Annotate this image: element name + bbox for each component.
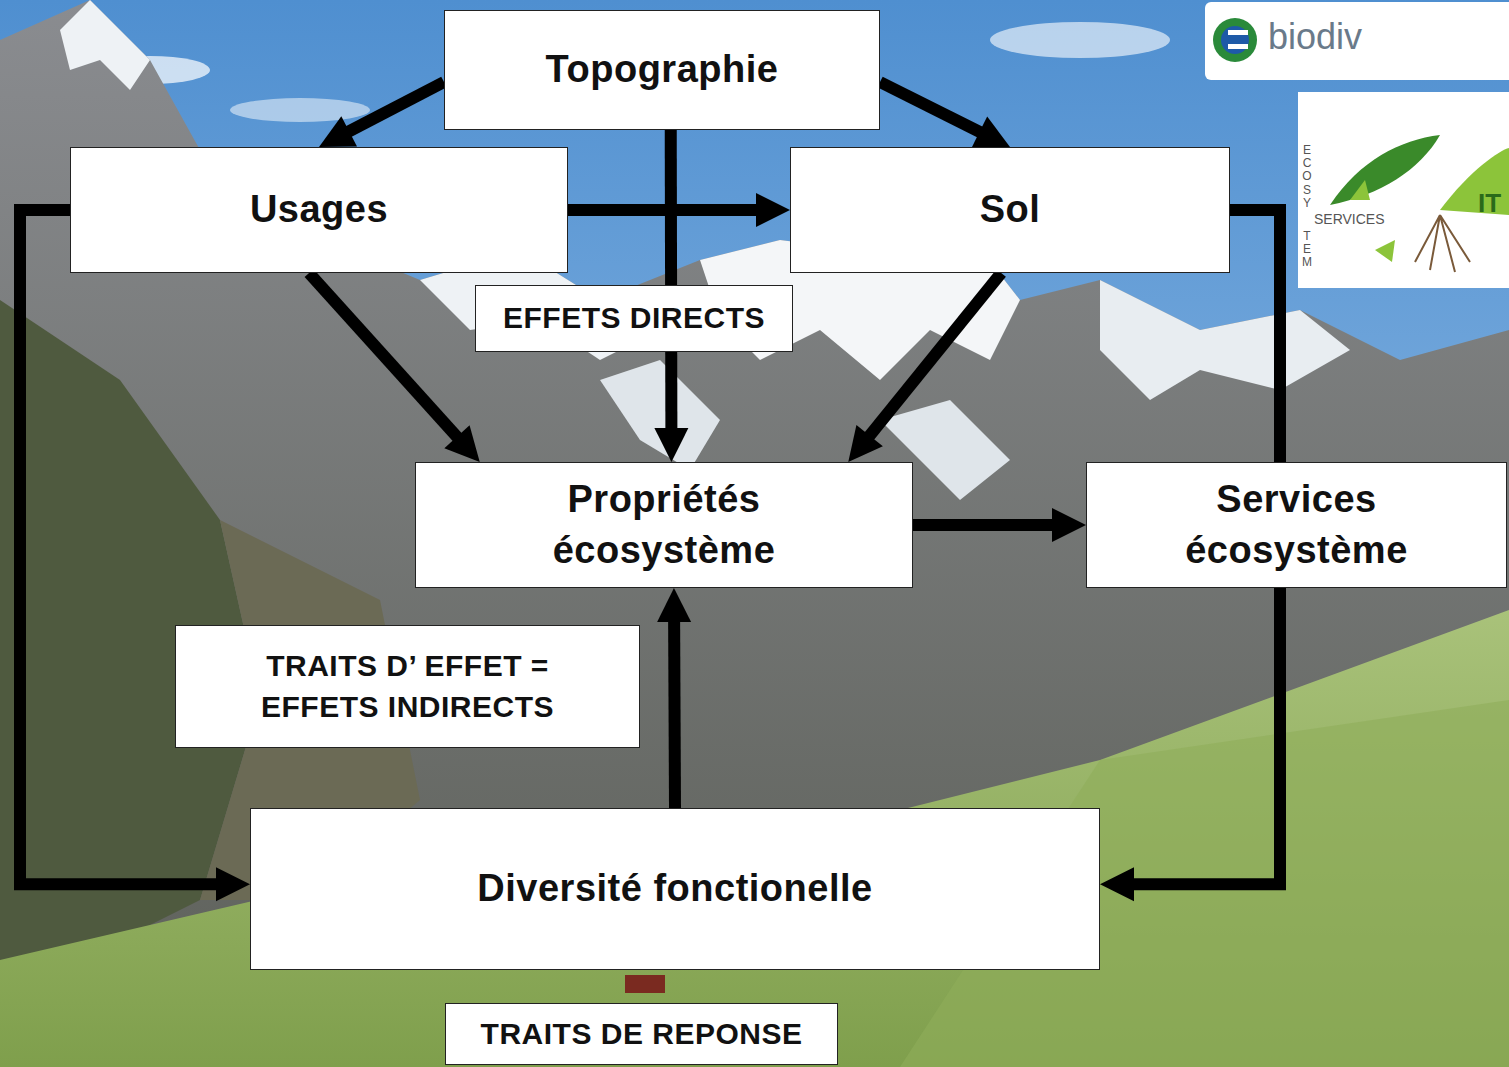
usage-box: Usages — [70, 147, 568, 273]
ecosystem-services-box: Services écosystème — [1086, 462, 1507, 588]
node-label: Topographie — [546, 44, 779, 95]
connector-line — [20, 210, 220, 884]
node-label: TRAITS D’ EFFET = EFFETS INDIRECTS — [218, 646, 598, 727]
connector-arrow — [657, 588, 691, 808]
node-label: Sol — [980, 184, 1041, 235]
logo-letters: ECOSY — [1301, 144, 1313, 210]
arrow-head — [657, 588, 691, 622]
response-traits-box: TRAITS DE REPONSE — [445, 1003, 838, 1065]
connector-line — [668, 618, 681, 808]
connector-line — [309, 273, 460, 440]
node-label: EFFETS DIRECTS — [503, 298, 765, 339]
connector-arrow — [568, 193, 790, 227]
connector-line — [913, 519, 1056, 531]
node-label: Propriétés écosystème — [514, 474, 814, 577]
arrow-head — [756, 193, 790, 227]
arrow-head — [319, 116, 357, 147]
connector-line — [665, 130, 678, 432]
node-label: TRAITS DE REPONSE — [481, 1014, 803, 1055]
connector-arrow — [880, 82, 1010, 147]
connector-line — [867, 273, 1001, 439]
node-label: Usages — [250, 184, 388, 235]
arrow-head — [1052, 508, 1086, 542]
logo-text: biodiv — [1268, 16, 1362, 58]
node-label: Diversité fonctionelle — [477, 863, 872, 914]
effect-traits-box: TRAITS D’ EFFET = EFFETS INDIRECTS — [175, 625, 640, 748]
connector-line — [346, 82, 444, 133]
functional-diversity-box: Diversité fonctionelle — [250, 808, 1100, 970]
connector-arrow — [20, 210, 250, 901]
connector-line — [568, 204, 760, 216]
soil-box: Sol — [790, 147, 1230, 273]
arrow-head — [972, 117, 1010, 147]
topography-box: Topographie — [444, 10, 880, 130]
arrow-head — [1100, 867, 1134, 901]
logo-letters: TEM — [1301, 230, 1313, 270]
direct-effects-box: EFFETS DIRECTS — [475, 285, 793, 352]
arrow-head — [444, 425, 479, 462]
connector-line — [880, 82, 983, 134]
logo-graphics — [1205, 2, 1509, 288]
connector-arrow — [319, 82, 444, 147]
connector-arrow — [848, 273, 1001, 462]
ecosystem-properties-box: Propriétés écosystème — [415, 462, 913, 588]
logo-text: SERVICES — [1314, 211, 1385, 227]
logo-text: IT — [1478, 188, 1501, 219]
arrow-head — [216, 867, 250, 901]
connector-arrow — [913, 508, 1086, 542]
node-label: Services écosystème — [1147, 474, 1447, 577]
connector-arrow — [309, 273, 480, 462]
arrow-head — [654, 428, 688, 462]
arrow-head — [848, 425, 883, 462]
